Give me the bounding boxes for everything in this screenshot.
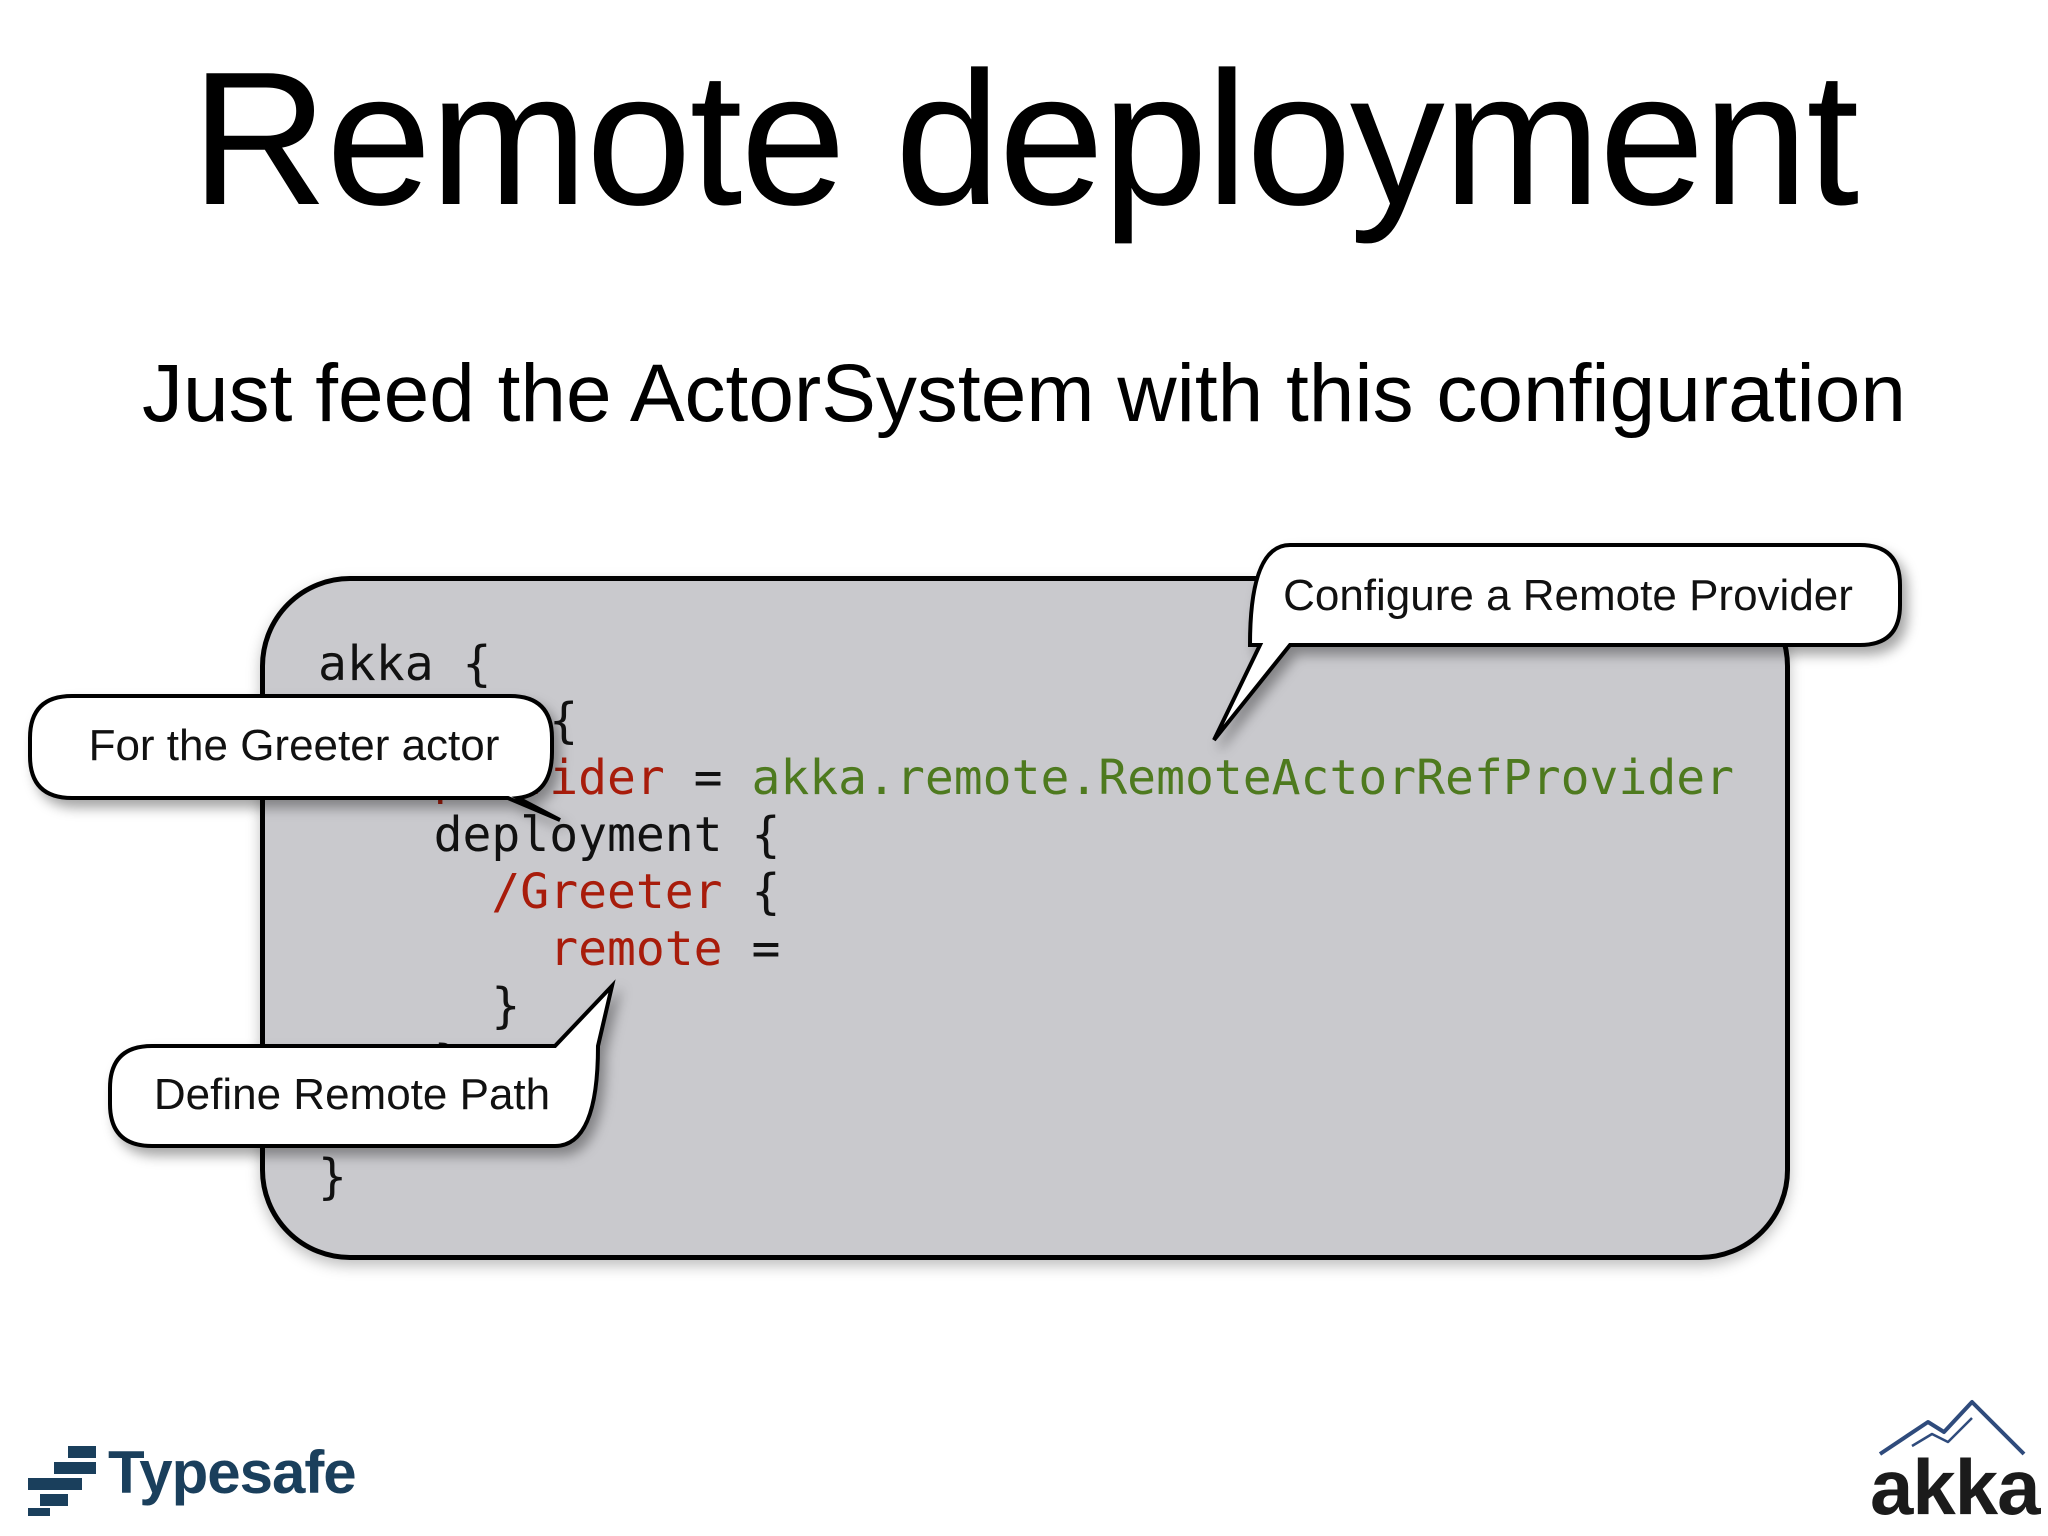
code-line-greeter: /Greeter { xyxy=(491,864,781,920)
typesafe-logo-icon xyxy=(28,1446,96,1516)
callout-greeter-text: For the Greeter actor xyxy=(88,721,500,770)
typesafe-wordmark: Typesafe xyxy=(108,1439,357,1506)
code-value-provider: akka.remote.RemoteActorRefProvider xyxy=(751,750,1735,806)
code-line-akka: akka { xyxy=(318,636,492,692)
slide-title: Remote deployment xyxy=(190,33,1859,245)
code-line-close-akka: } xyxy=(318,1149,347,1205)
code-line-deployment: deployment { xyxy=(433,807,781,863)
code-line-remote: remote = xyxy=(549,921,781,977)
akka-wordmark: akka xyxy=(1870,1443,2041,1531)
code-key-greeter: /Greeter xyxy=(491,864,723,920)
callout-path-text: Define Remote Path xyxy=(153,1070,551,1119)
akka-mountain-icon xyxy=(1878,1400,2026,1456)
code-line-close-greeter: } xyxy=(491,978,521,1034)
code-key-remote: remote xyxy=(549,921,723,977)
callout-provider-text: Configure a Remote Provider xyxy=(1283,571,1853,620)
slide-subtitle: Just feed the ActorSystem with this conf… xyxy=(142,348,1906,439)
